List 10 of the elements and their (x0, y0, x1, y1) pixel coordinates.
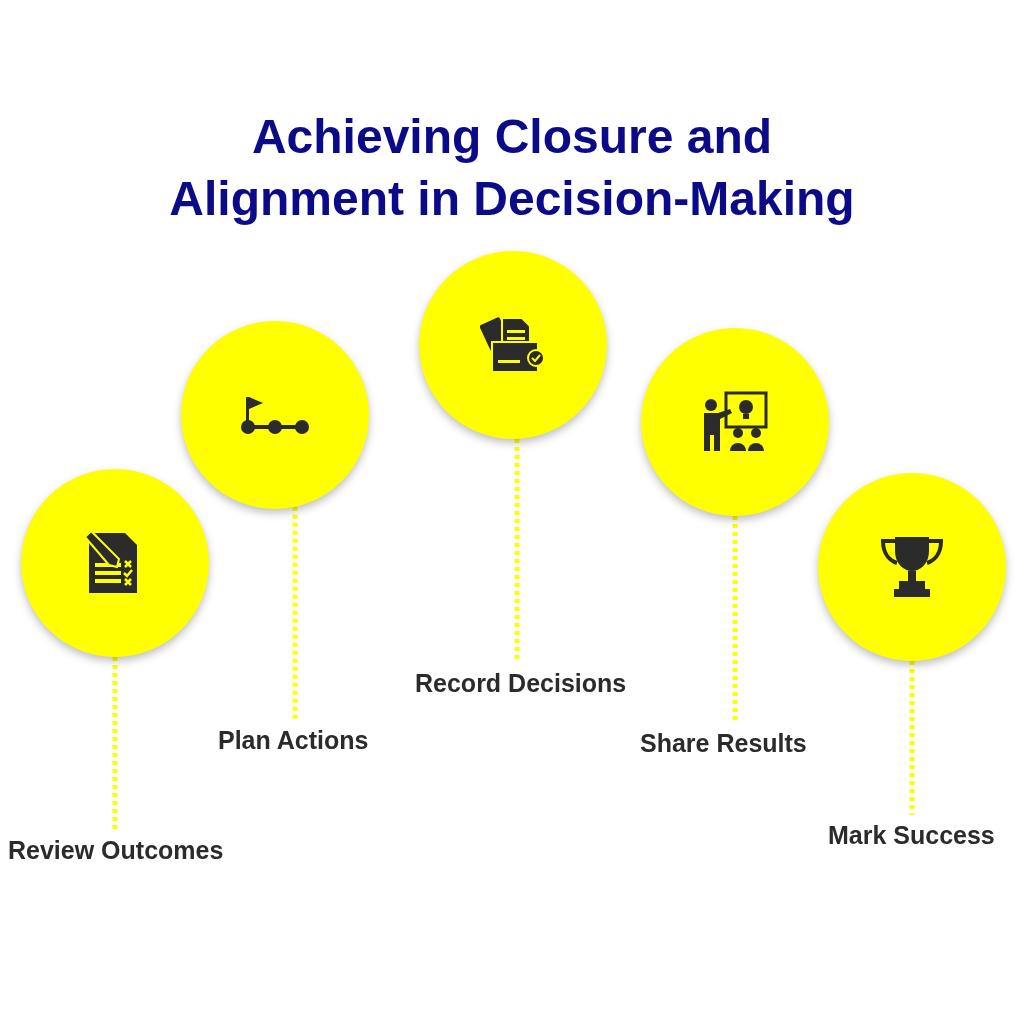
connector-line (909, 661, 915, 815)
step-label: Record Decisions (415, 668, 627, 699)
step-label: Share Results (640, 728, 807, 759)
connector-line (112, 657, 118, 830)
step-label: Mark Success (828, 820, 995, 851)
connector-line (732, 516, 738, 723)
step-label: Plan Actions (218, 725, 369, 756)
title: Achieving Closure and Alignment in Decision-Making (168, 109, 856, 227)
connector-line (292, 506, 298, 720)
step-label: Review Outcomes (8, 835, 224, 866)
